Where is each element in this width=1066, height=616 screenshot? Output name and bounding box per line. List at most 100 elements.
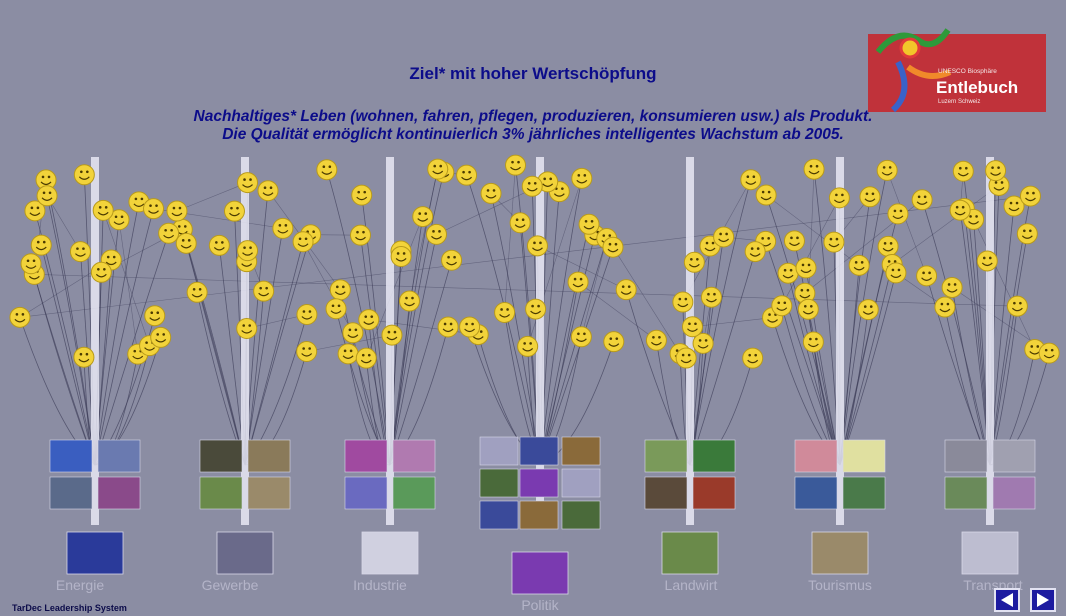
previous-slide-button[interactable] <box>994 588 1020 612</box>
connection-line <box>94 208 154 466</box>
category-icon-picture <box>66 531 124 575</box>
category-label-tourismus: Tourismus <box>808 577 872 593</box>
category-photo-tile <box>794 476 838 510</box>
smiley-icon <box>494 301 516 323</box>
smiley-icon <box>73 346 95 368</box>
smiley-icon <box>316 159 338 181</box>
smiley-icon <box>30 234 52 256</box>
footer-system-name: TarDec Leadership System <box>12 603 127 613</box>
connection-line <box>365 216 424 359</box>
category-icon-picture <box>216 531 274 575</box>
category-photo-tile <box>644 476 688 510</box>
smiley-icon <box>941 276 963 298</box>
smiley-icon <box>342 322 364 344</box>
connection-line <box>504 165 516 313</box>
connection-line <box>891 185 1000 265</box>
smiley-icon <box>441 249 463 271</box>
smiley-icon <box>143 198 165 220</box>
smiley-icon <box>381 324 403 346</box>
category-photo-tile <box>561 436 601 466</box>
connection-line <box>612 247 681 354</box>
smiley-icon <box>237 240 259 262</box>
category-photo-tile <box>519 500 559 530</box>
smiley-icon <box>794 282 816 304</box>
category-photo-tile <box>479 436 519 466</box>
category-photo-tile <box>842 476 886 510</box>
connection-line <box>921 199 991 466</box>
smiley-icon <box>358 309 380 331</box>
category-photo-tile <box>49 439 93 473</box>
category-photo-tile <box>97 476 141 510</box>
smiley-icon <box>797 298 819 320</box>
smiley-icon <box>602 236 624 258</box>
smiley-icon <box>885 262 907 284</box>
smiley-icon <box>24 200 46 222</box>
connection-line <box>539 224 590 466</box>
smiley-icon <box>92 199 114 221</box>
smiley-icon <box>683 251 705 273</box>
connection-line <box>625 289 691 466</box>
category-label-energie: Energie <box>55 577 105 593</box>
smiley-icon <box>645 329 667 351</box>
connection-line <box>765 241 841 466</box>
category-photo-tile <box>692 476 736 510</box>
smiley-icon <box>672 291 694 313</box>
smiley-icon <box>398 290 420 312</box>
smiley-icon <box>144 305 166 327</box>
category-icon-picture <box>511 551 569 595</box>
category-photo-tile <box>561 468 601 498</box>
smiley-icon <box>603 331 625 353</box>
pillar <box>836 157 844 525</box>
smiley-icon <box>521 175 543 197</box>
smiley-icon <box>237 172 259 194</box>
smiley-icon <box>69 241 91 263</box>
smiley-icon <box>1016 223 1038 245</box>
connection-line <box>244 228 284 466</box>
smiley-icon <box>253 280 275 302</box>
category-label-politik: Politik <box>521 597 559 613</box>
smiley-icon <box>329 279 351 301</box>
category-photo-tile <box>519 436 559 466</box>
smiley-icon <box>1006 295 1028 317</box>
subtitle-line-2: Die Qualität ermöglicht kontinuierlich 3… <box>222 126 844 143</box>
connection-line <box>302 241 354 333</box>
smiley-icon <box>713 226 735 248</box>
connection-line <box>46 195 81 252</box>
smiley-icon <box>828 187 850 209</box>
smiley-icon <box>355 347 377 369</box>
connection-line <box>34 274 1018 307</box>
smiley-icon <box>742 347 764 369</box>
category-photo-tile <box>479 468 519 498</box>
triangle-left-icon <box>1001 593 1013 607</box>
connection-line <box>539 178 583 466</box>
smiley-icon <box>740 169 762 191</box>
smiley-icon <box>480 182 502 204</box>
smiley-icon <box>876 159 898 181</box>
entlebuch-logo: UNESCO Biosphäre Entlebuch Luzern Schwei… <box>858 22 1048 113</box>
slide-title: Ziel* mit hoher Wertschöpfung <box>409 64 657 83</box>
connection-line <box>689 251 756 466</box>
smiley-icon <box>425 223 447 245</box>
category-photo-tile <box>247 476 291 510</box>
connection-line <box>244 241 304 466</box>
category-photo-tile <box>479 500 519 530</box>
smiley-icon <box>236 317 258 339</box>
smiley-icon <box>257 180 279 202</box>
connection-line <box>244 234 312 466</box>
logo-figure-icon <box>875 28 952 113</box>
next-slide-button[interactable] <box>1030 588 1056 612</box>
connection-line <box>185 243 246 466</box>
smiley-icon <box>985 160 1007 182</box>
category-photo-tile <box>344 439 388 473</box>
smiley-icon <box>186 281 208 303</box>
smiley-icon <box>296 303 318 325</box>
smiley-icon <box>36 185 58 207</box>
smiley-icon <box>351 184 373 206</box>
category-photo-tile <box>944 439 988 473</box>
smiley-icon <box>108 209 130 231</box>
category-photo-tile <box>644 439 688 473</box>
category-icon-picture <box>811 531 869 575</box>
smiley-icon <box>571 167 593 189</box>
smiley-icon <box>166 200 188 222</box>
